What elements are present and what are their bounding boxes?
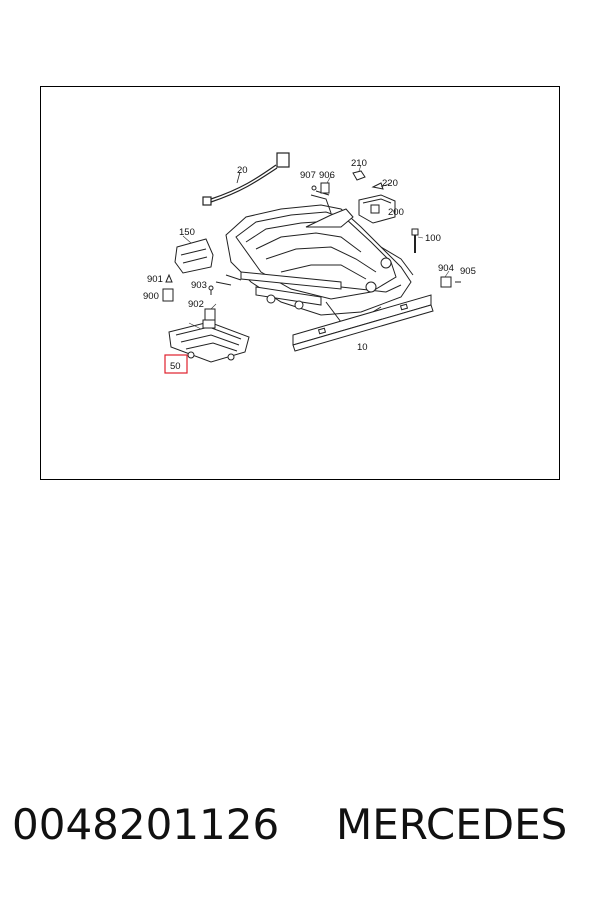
label-50: 50: [170, 361, 181, 372]
label-20: 20: [237, 165, 248, 176]
label-210: 210: [351, 158, 367, 169]
track-assembly-part: [168, 319, 250, 363]
product-caption: 0048201126 MERCEDES: [0, 800, 600, 864]
label-907: 907: [300, 170, 316, 181]
label-903: 903: [191, 280, 207, 291]
label-902: 902: [188, 299, 204, 310]
label-906: 906: [319, 170, 335, 181]
cover-part: [174, 238, 214, 274]
label-200: 200: [388, 207, 404, 218]
guide-rail-part: [292, 294, 434, 352]
leader-lines: [182, 164, 450, 330]
label-905: 905: [460, 266, 476, 277]
cable-harness-part: [202, 152, 290, 206]
small-parts-group: [162, 182, 461, 321]
bolt-part: [411, 228, 419, 253]
brand-text: MERCEDES: [336, 800, 568, 849]
label-100: 100: [425, 233, 441, 244]
label-900: 900: [143, 291, 159, 302]
seat-frame-part: [215, 190, 414, 323]
exploded-view-drawing: 20 907 906 210 220 200 150 100 901 900 9…: [143, 152, 476, 374]
label-10: 10: [357, 342, 368, 353]
label-220: 220: [382, 178, 398, 189]
clip-210-part: [352, 170, 366, 181]
label-150: 150: [179, 227, 195, 238]
parts-diagram: 20 907 906 210 220 200 150 100 901 900 9…: [40, 86, 560, 480]
label-904: 904: [438, 263, 454, 274]
part-number-text: 0048201126: [12, 800, 280, 849]
clip-220-part: [371, 182, 384, 190]
label-901: 901: [147, 274, 163, 285]
switch-module-part: [358, 194, 396, 224]
highlight-box: [164, 354, 188, 374]
